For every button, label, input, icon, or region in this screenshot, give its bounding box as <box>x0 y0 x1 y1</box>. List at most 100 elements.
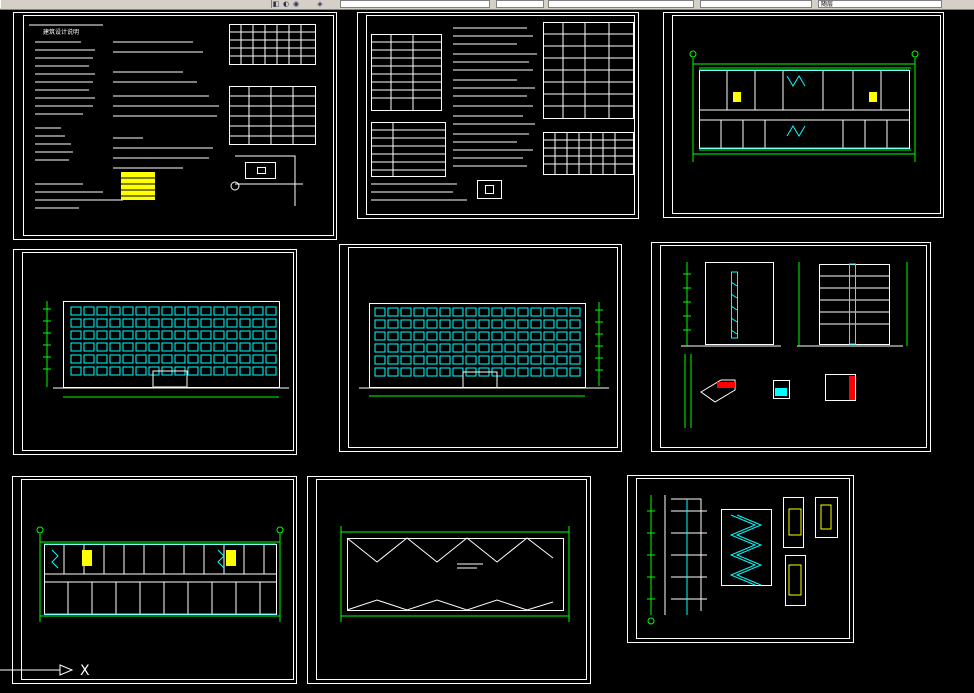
elevation-window <box>122 342 134 352</box>
elevation-window <box>517 331 529 341</box>
sheet-floor-plan-ground[interactable] <box>663 12 944 218</box>
elevation-window <box>517 319 529 329</box>
elevation-window <box>200 306 212 316</box>
elevation-window <box>252 330 264 340</box>
elevation-window <box>374 331 386 341</box>
elevation-window <box>252 306 264 316</box>
elevation-window <box>135 354 147 364</box>
elevation-window <box>213 318 225 328</box>
elevation-window <box>148 318 160 328</box>
elevation-window <box>504 319 516 329</box>
elevation-window <box>265 306 277 316</box>
elevation-window <box>556 307 568 317</box>
elevation-window <box>569 331 581 341</box>
elevation-window <box>148 342 160 352</box>
sheet-section-elevations[interactable] <box>651 242 931 452</box>
elevation-window <box>265 342 277 352</box>
elevation-window <box>400 319 412 329</box>
elevation-window <box>200 354 212 364</box>
elevation-window <box>504 307 516 317</box>
layer-field[interactable] <box>340 0 490 8</box>
elevation-window <box>122 354 134 364</box>
elevation-window <box>187 306 199 316</box>
elevation-window <box>374 355 386 365</box>
elevation-window <box>200 330 212 340</box>
elevation-window <box>569 307 581 317</box>
elevation-window <box>187 330 199 340</box>
sheet-structure-notes[interactable] <box>357 12 639 219</box>
elevation-window <box>426 331 438 341</box>
lock-icon[interactable]: ◐ <box>282 0 290 8</box>
elevation-window <box>452 343 464 353</box>
elevation-window <box>96 354 108 364</box>
elevation-window <box>491 331 503 341</box>
elevation-window <box>413 319 425 329</box>
elevation-window <box>135 306 147 316</box>
elevation-window <box>200 366 212 376</box>
elevation-window <box>426 319 438 329</box>
elevation-window <box>530 307 542 317</box>
color-field[interactable] <box>496 0 544 8</box>
elevation-window <box>491 343 503 353</box>
elevation-window <box>122 306 134 316</box>
elevation-window <box>174 354 186 364</box>
elevation-window <box>426 367 438 377</box>
elevation-window <box>83 330 95 340</box>
elevation-window <box>413 355 425 365</box>
linetype-field[interactable] <box>548 0 694 8</box>
elevation-window <box>122 318 134 328</box>
plot-style-field[interactable]: 随层 <box>818 0 942 8</box>
layer-dropdown-icon[interactable]: ◈ <box>317 0 323 8</box>
ucs-icon: X <box>0 650 110 689</box>
elevation-window <box>96 318 108 328</box>
elevation-window <box>374 367 386 377</box>
elevation-window <box>530 319 542 329</box>
elevation-window <box>543 343 555 353</box>
elevation-window <box>400 343 412 353</box>
elevation-window <box>148 330 160 340</box>
elevation-window <box>70 354 82 364</box>
elevation-window <box>504 331 516 341</box>
elevation-window <box>109 318 121 328</box>
elevation-window <box>265 366 277 376</box>
elevation-window <box>226 306 238 316</box>
elevation-window <box>543 355 555 365</box>
layer-state-icon[interactable]: ◧ <box>272 0 280 8</box>
elevation-window <box>239 330 251 340</box>
elevation-window <box>239 342 251 352</box>
elevation-window <box>478 355 490 365</box>
sheet-front-elevation[interactable] <box>13 249 297 455</box>
elevation-window <box>174 330 186 340</box>
light-bulb-icon[interactable]: ◉ <box>292 0 300 8</box>
elevation-window <box>213 342 225 352</box>
elevation-window <box>374 343 386 353</box>
sheet-design-notes[interactable]: 建筑设计说明 <box>13 12 337 240</box>
elevation-window <box>491 307 503 317</box>
elevation-window <box>161 342 173 352</box>
elevation-window <box>400 307 412 317</box>
elevation-window <box>239 306 251 316</box>
elevation-window <box>174 342 186 352</box>
elevation-window <box>478 331 490 341</box>
elevation-window <box>426 355 438 365</box>
elevation-window <box>96 342 108 352</box>
elevation-window <box>213 366 225 376</box>
lineweight-field[interactable] <box>700 0 812 8</box>
elevation-window <box>413 307 425 317</box>
elevation-window <box>265 318 277 328</box>
elevation-window <box>83 306 95 316</box>
elevation-window <box>452 367 464 377</box>
elevation-window <box>226 342 238 352</box>
elevation-window <box>122 330 134 340</box>
sheet-rear-elevation[interactable] <box>339 244 622 452</box>
elevation-window <box>569 367 581 377</box>
elevation-window <box>400 367 412 377</box>
elevation-window <box>200 342 212 352</box>
elevation-window <box>556 343 568 353</box>
elevation-window <box>200 318 212 328</box>
sheet-floor-plan-typical[interactable] <box>12 476 297 684</box>
sheet-roof-plan[interactable] <box>307 476 591 684</box>
elevation-window <box>239 366 251 376</box>
elevation-window <box>387 307 399 317</box>
sheet-stair-details[interactable] <box>627 475 854 643</box>
